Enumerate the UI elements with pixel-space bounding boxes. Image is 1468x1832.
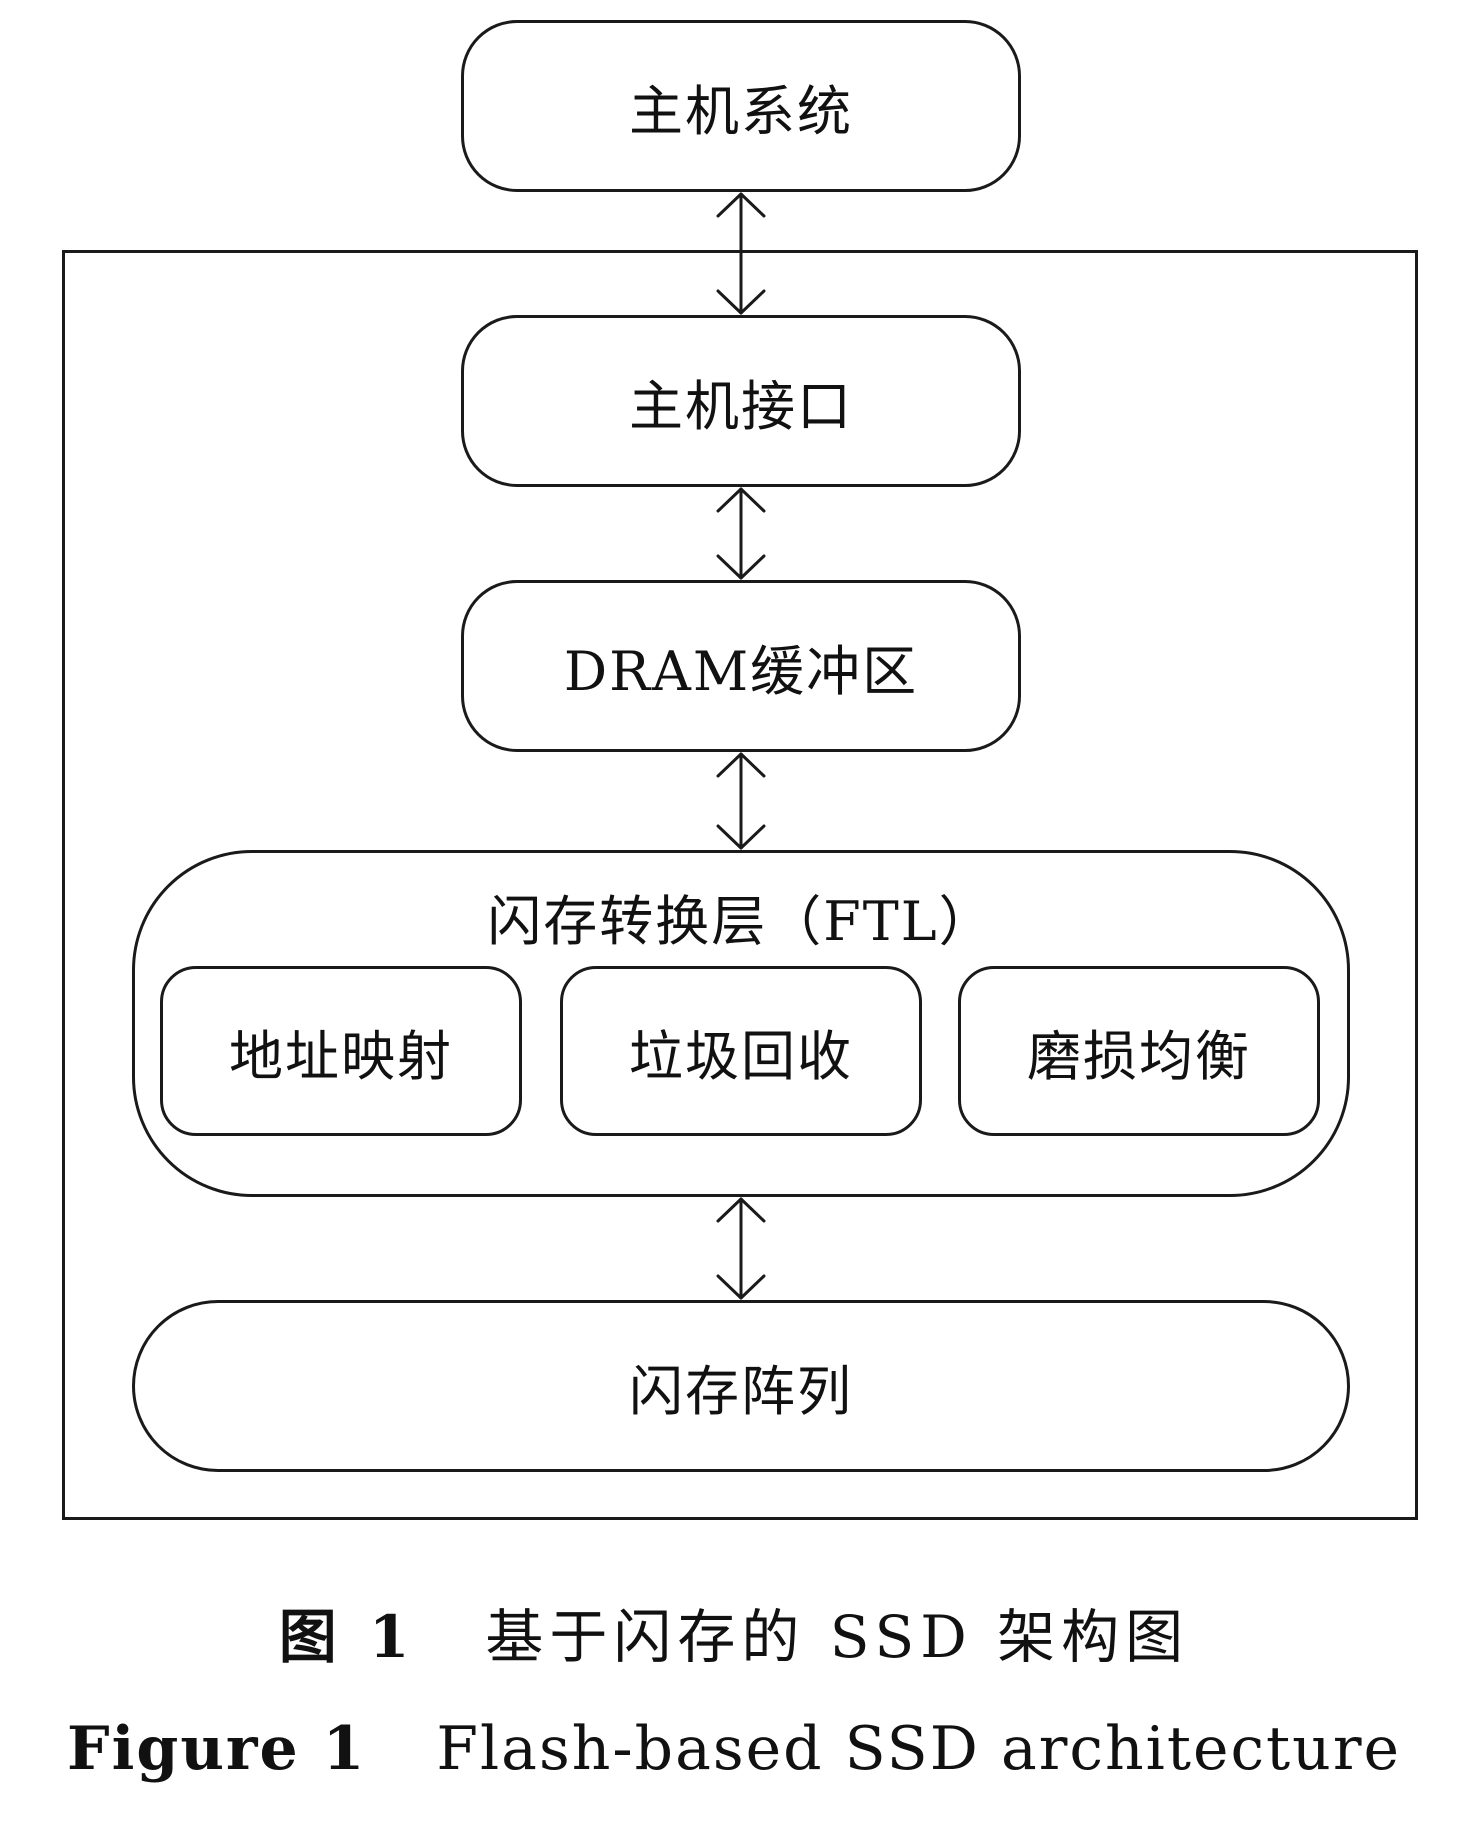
arrow-host-system-to-host-interface [716,192,766,315]
host-system-node: 主机系统 [461,20,1021,192]
host-interface-label: 主机接口 [629,374,853,438]
dram-buffer-node: DRAM缓冲区 [461,580,1021,752]
dram-buffer-label: DRAM缓冲区 [563,639,919,703]
caption-zh-label: 图 1 [278,1603,416,1671]
arrow-ftl-to-flash-array [716,1197,766,1300]
arrow-dram-buffer-to-ftl [716,752,766,850]
caption-en-text: Flash-based SSD architecture [436,1714,1402,1784]
module-label-address-mapping: 地址映射 [229,1024,453,1088]
figure-caption-chinese: 图 1 基于闪存的 SSD 架构图 [0,1590,1468,1674]
figure-caption-english: Figure 1 Flash-based SSD architecture [0,1714,1468,1784]
module-label-wear-leveling: 磨损均衡 [1027,1024,1251,1088]
module-label-garbage-collection: 垃圾回收 [629,1024,853,1088]
flash-array-node: 闪存阵列 [132,1300,1350,1472]
host-system-label: 主机系统 [629,79,853,143]
ftl-title: 闪存转换层（FTL） [487,890,995,953]
connector-arrows [716,192,766,1300]
caption-zh-text: 基于闪存的 SSD 架构图 [485,1603,1190,1671]
host-interface-node: 主机接口 [461,315,1021,487]
flash-array-label: 闪存阵列 [629,1359,853,1423]
ftl-module-wear-leveling: 磨损均衡 [958,966,1320,1136]
ftl-module-garbage-collection: 垃圾回收 [560,966,922,1136]
ftl-module-address-mapping: 地址映射 [160,966,522,1136]
arrow-host-interface-to-dram-buffer [716,487,766,580]
caption-en-label: Figure 1 [66,1714,367,1784]
